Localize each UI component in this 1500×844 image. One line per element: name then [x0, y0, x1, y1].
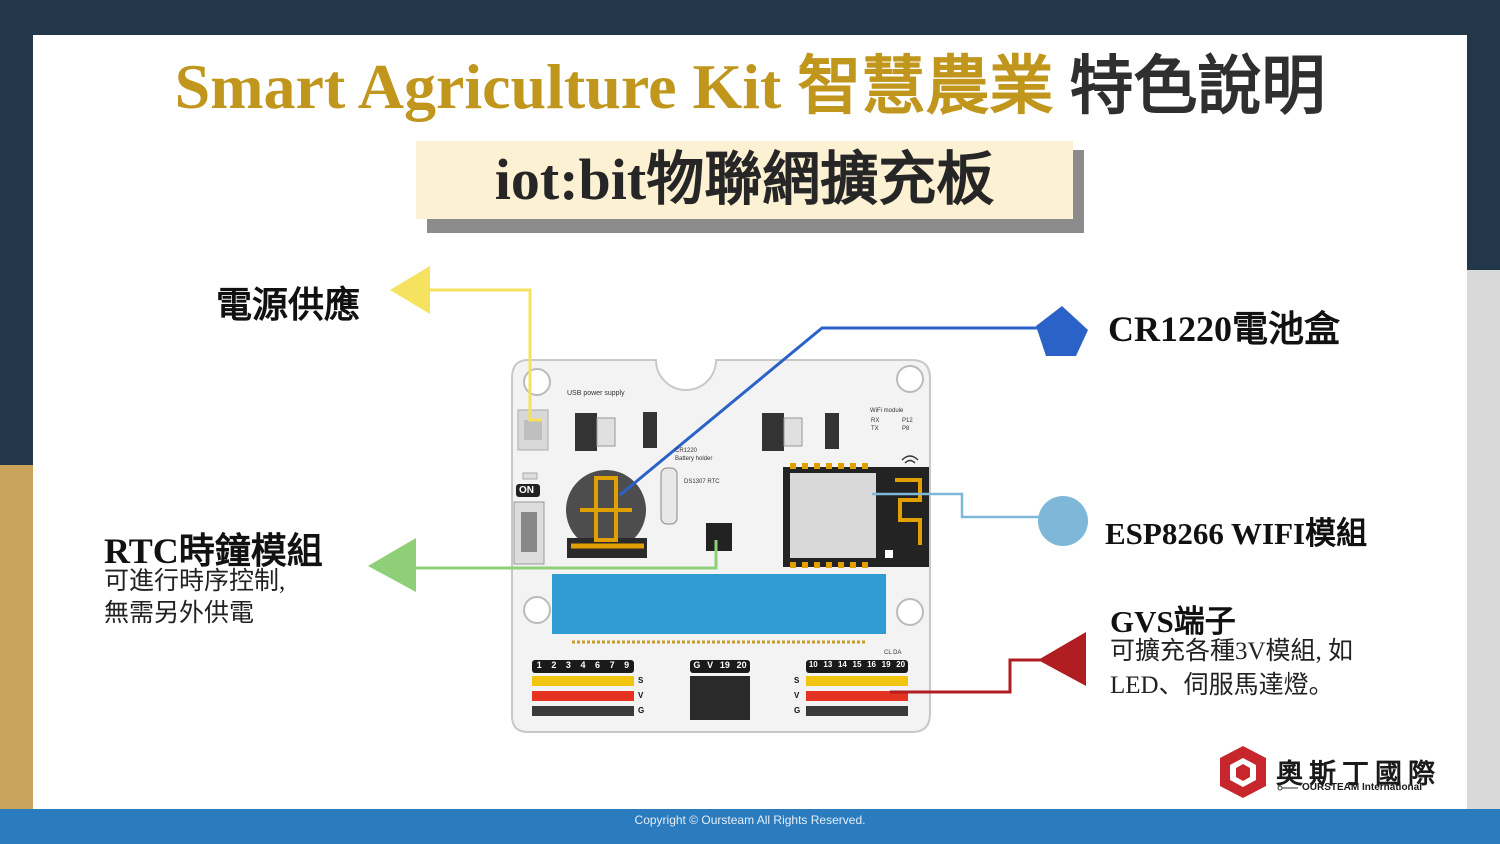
pin-label: 20 — [736, 660, 747, 670]
row-g-label: G — [638, 706, 645, 715]
power-supply-label: 電源供應 — [216, 285, 361, 325]
footer-bar — [0, 809, 1500, 844]
rx-label: RX — [871, 418, 880, 424]
rtc-module-label: RTC時鐘模組 — [104, 531, 323, 571]
regulator-chip — [575, 413, 597, 451]
pins-left-labels: 1 2 3 4 6 7 9 — [532, 660, 634, 670]
cl-da-label: CL DA — [884, 650, 902, 656]
rtc-desc-line1: 可進行時序控制, — [104, 568, 286, 595]
wifi-signal-icon — [901, 455, 919, 464]
company-name-english: OURSTEAM International — [1302, 782, 1423, 793]
mount-hole — [896, 598, 924, 626]
pin-label: 10 — [808, 660, 818, 669]
tx-label: TX — [871, 426, 879, 432]
title-dark-chinese: 特色說明 — [1053, 51, 1326, 122]
slide-title: Smart Agriculture Kit 智慧農業 特色說明 — [33, 48, 1467, 126]
mount-hole — [523, 596, 551, 624]
pin-label: 9 — [624, 660, 630, 670]
pin-label: 20 — [896, 660, 906, 669]
pin-header-middle — [690, 676, 750, 720]
row-v-label-right: V — [794, 691, 800, 700]
pin-label: V — [707, 660, 714, 670]
row-s-label-right: S — [794, 676, 800, 685]
pin-header-right — [806, 676, 908, 716]
gvs-desc-line2: LED、伺服馬達燈。 — [1110, 672, 1334, 699]
pin-label: 15 — [852, 660, 862, 669]
company-name-chinese: 奧斯丁國際 — [1276, 759, 1441, 789]
pin-label: 13 — [823, 660, 833, 669]
rtc-chip — [706, 523, 732, 551]
pin-label: 2 — [551, 660, 557, 670]
wifi-module-label: ESP8266 WIFI模組 — [1105, 516, 1368, 551]
company-logo-icon — [1220, 746, 1266, 798]
rtc-connector-line — [410, 540, 718, 570]
title-english: Smart Agriculture Kit — [174, 51, 798, 122]
battery-holder-label: Battery holder — [675, 456, 713, 462]
crystal — [660, 467, 678, 525]
rtc-desc-line2: 無需另外供電 — [104, 600, 255, 627]
wifi-circle-icon — [1038, 496, 1088, 546]
gvs-terminal-label: GVS端子 — [1110, 604, 1236, 639]
on-badge — [516, 484, 540, 497]
pin-label: 6 — [595, 660, 601, 670]
regulator-chip — [762, 413, 784, 451]
pin-label: G — [693, 660, 701, 670]
row-g-label-right: G — [794, 706, 801, 715]
battery-box-label: CR1220電池盒 — [1108, 309, 1340, 349]
power-arrow-icon — [390, 266, 430, 314]
title-gold-chinese: 智慧農業 — [797, 51, 1054, 122]
subtitle-text: iot:bit物聯網擴充板 — [494, 147, 995, 212]
pin-label: 4 — [580, 660, 586, 670]
diode — [643, 412, 657, 448]
pins-right-labels: 10 13 14 15 16 19 20 — [806, 660, 908, 669]
p8-label: P8 — [902, 426, 910, 432]
rtc-board-label: DS1307 RTC — [684, 479, 720, 485]
power-connector-line — [425, 288, 542, 422]
mount-hole — [523, 368, 551, 396]
rtc-arrow-icon — [368, 538, 416, 592]
switch-led — [522, 472, 538, 480]
wifi-connector-line — [872, 492, 1040, 519]
gvs-desc-line1: 可擴充各種3V模組, 如 — [1110, 638, 1354, 665]
usb-label: USB power supply — [567, 390, 625, 397]
pin-label: 1 — [536, 660, 542, 670]
mount-hole — [896, 365, 924, 393]
pin-header-small — [596, 417, 616, 447]
pin-label: 19 — [881, 660, 891, 669]
diode — [825, 413, 839, 449]
pin-label: 14 — [837, 660, 847, 669]
battery-pentagon-icon — [1036, 306, 1088, 356]
microbit-slot — [552, 574, 886, 634]
copyright-text: Copyright © Oursteam All Rights Reserved… — [634, 813, 866, 827]
p12-label: P12 — [902, 418, 913, 424]
on-label: ON — [519, 485, 534, 496]
cr-label: CR1220 — [675, 448, 698, 454]
battery-connector-line — [619, 326, 1045, 497]
pin-header-left — [532, 676, 634, 716]
pin-label: 3 — [565, 660, 571, 670]
wifi-board-label: WiFi module — [870, 408, 904, 414]
pins-mid-labels: G V 19 20 — [690, 660, 750, 670]
row-v-label: V — [638, 691, 644, 700]
pin-label: 7 — [609, 660, 615, 670]
row-s-label: S — [638, 676, 644, 685]
pin-label: 16 — [867, 660, 876, 669]
subtitle-banner — [416, 141, 1073, 219]
gvs-arrow-icon — [1038, 632, 1086, 686]
gvs-connector-line — [890, 658, 1045, 694]
pin-label: 19 — [719, 660, 730, 670]
